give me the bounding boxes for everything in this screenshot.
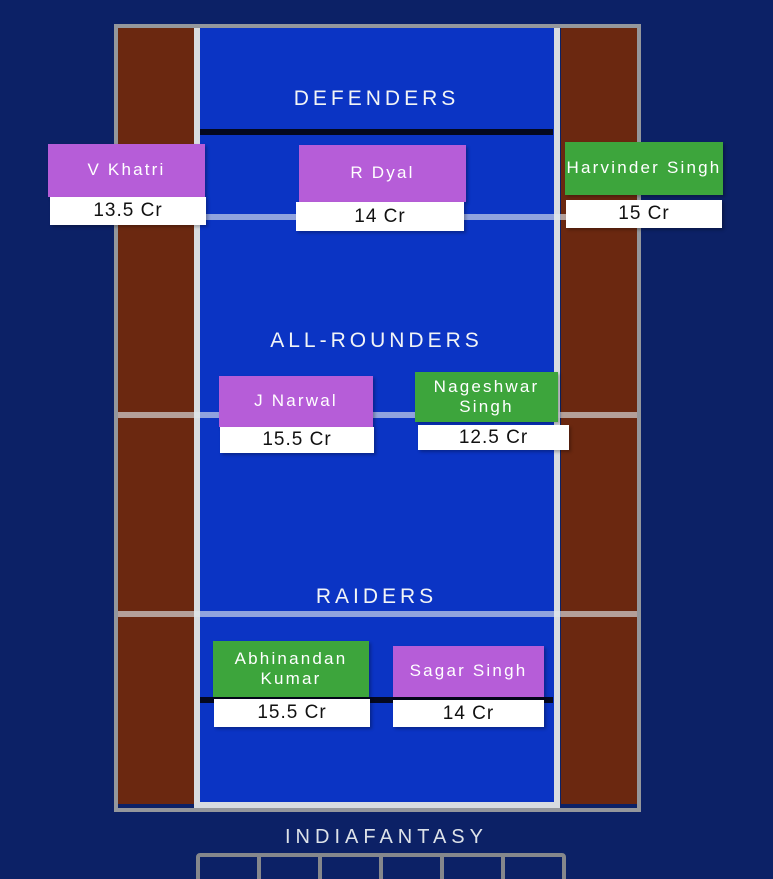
player-card-sagar-singh[interactable]: Sagar Singh bbox=[393, 646, 544, 697]
player-card-abhinandan-kumar[interactable]: Abhinandan Kumar bbox=[213, 641, 369, 697]
player-card-v-khatri[interactable]: V Khatri bbox=[48, 144, 205, 197]
court-baulk-line-top bbox=[200, 129, 553, 135]
player-price-v-khatri: 13.5 Cr bbox=[50, 197, 206, 225]
section-title-defenders: DEFENDERS bbox=[293, 87, 460, 110]
bench-cell bbox=[505, 857, 562, 879]
player-card-nageshwar-singh[interactable]: Nageshwar Singh bbox=[415, 372, 558, 422]
court-line-raiders bbox=[118, 611, 637, 617]
bench-cell bbox=[261, 857, 322, 879]
section-title-raiders: RAIDERS bbox=[315, 585, 438, 608]
player-price-abhinandan-kumar: 15.5 Cr bbox=[214, 699, 370, 727]
player-price-harvinder-singh: 15 Cr bbox=[566, 200, 722, 228]
court-outer-frame bbox=[114, 24, 641, 812]
bench-cell bbox=[200, 857, 261, 879]
bench-cell bbox=[444, 857, 505, 879]
court-baulk-line-bottom bbox=[200, 697, 553, 703]
player-price-j-narwal: 15.5 Cr bbox=[220, 427, 374, 453]
player-card-j-narwal[interactable]: J Narwal bbox=[219, 376, 373, 427]
player-card-r-dyal[interactable]: R Dyal bbox=[299, 145, 466, 202]
brand-watermark: INDIAFANTASY bbox=[285, 826, 488, 848]
player-card-harvinder-singh[interactable]: Harvinder Singh bbox=[565, 142, 723, 195]
bench-cell bbox=[383, 857, 444, 879]
bench-cell bbox=[322, 857, 383, 879]
player-price-nageshwar-singh: 12.5 Cr bbox=[418, 425, 569, 450]
player-price-r-dyal: 14 Cr bbox=[296, 202, 464, 231]
bench-strip bbox=[196, 853, 566, 879]
court-line-allrounders bbox=[118, 412, 637, 418]
section-title-all-rounders: ALL-ROUNDERS bbox=[270, 329, 483, 352]
player-price-sagar-singh: 14 Cr bbox=[393, 700, 544, 727]
